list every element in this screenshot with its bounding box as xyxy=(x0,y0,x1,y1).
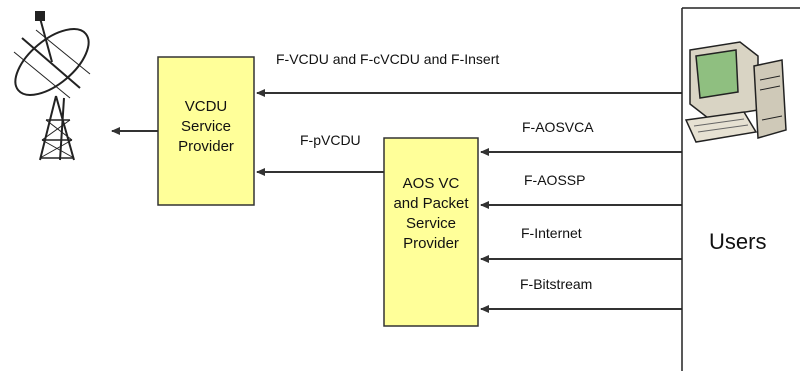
aos-vc-packet-service-provider-box xyxy=(383,137,479,327)
satellite-dish-icon xyxy=(13,11,91,161)
users-panel xyxy=(681,7,800,371)
vcdu-service-provider-box xyxy=(157,56,255,206)
aos-box-line-1: AOS VC xyxy=(403,175,460,192)
aos-box-line-4: Provider xyxy=(403,235,459,252)
aos-box-line-2: and Packet xyxy=(393,195,469,212)
aosvca-label: F-AOSVCA xyxy=(522,119,594,135)
desktop-computer-icon xyxy=(684,41,787,143)
users-label: Users xyxy=(709,229,766,254)
aossp-label: F-AOSSP xyxy=(524,172,585,188)
top-arrow-label: F-VCDU and F-cVCDU and F-Insert xyxy=(276,51,499,67)
internet-label: F-Internet xyxy=(521,225,582,241)
vcdu-box-line-3: Provider xyxy=(178,138,234,155)
bitstream-label: F-Bitstream xyxy=(520,276,592,292)
vcdu-box-line-1: VCDU xyxy=(185,98,228,115)
pvcdu-label: F-pVCDU xyxy=(300,132,361,148)
vcdu-box-line-2: Service xyxy=(181,118,231,135)
aos-box-line-3: Service xyxy=(406,215,456,232)
